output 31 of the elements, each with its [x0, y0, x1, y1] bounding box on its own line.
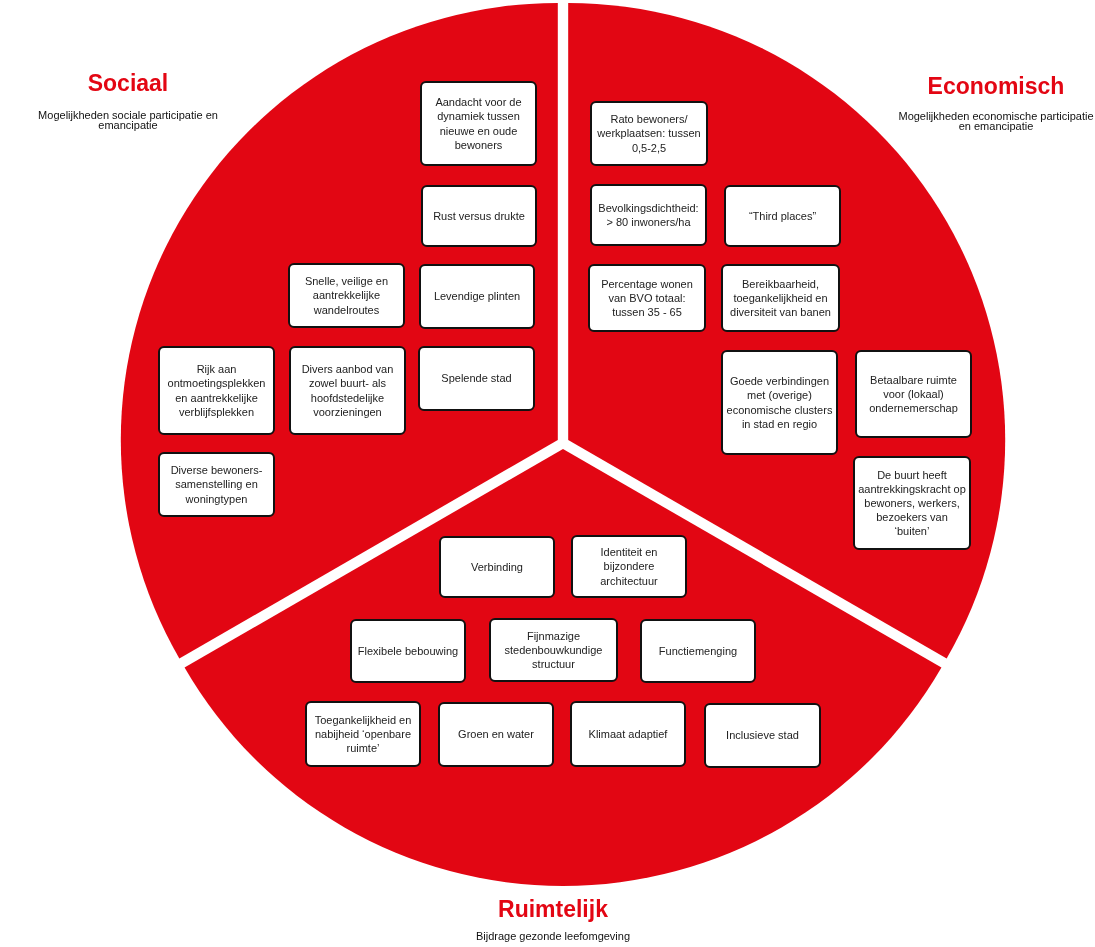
criterion-box: Klimaat adaptief: [570, 701, 686, 767]
criterion-box: “Third places”: [724, 185, 841, 247]
criterion-box: Divers aanbod van zowel buurt- als hoofdstedelijke voorzieningen: [289, 346, 406, 435]
criterion-box: Betaalbare ruimte voor (lokaal) ondernemerschap: [855, 350, 972, 438]
criterion-box: Spelende stad: [418, 346, 535, 411]
criterion-box: Verbinding: [439, 536, 555, 598]
section-heading: Ruimtelijk: [497, 896, 609, 923]
criterion-box: Groen en water: [438, 702, 554, 767]
section-subtitle: Bijdrage gezonde leefomgeving: [474, 931, 632, 942]
section-subtitle: Mogelijkheden sociale participatie en emancipatie: [37, 110, 219, 131]
criterion-box: Rust versus drukte: [421, 185, 537, 247]
criterion-box: Inclusieve stad: [704, 703, 821, 768]
criterion-box: Rijk aan ontmoetingsplekken en aantrekkelijke verblijfsplekken: [158, 346, 275, 435]
criterion-box: Snelle, veilige en aantrekkelijke wandelroutes: [288, 263, 405, 328]
criterion-box: Rato bewoners/ werkplaatsen: tussen 0,5-2,5: [590, 101, 708, 166]
criterion-box: Bevolkingsdichtheid: > 80 inwoners/ha: [590, 184, 707, 246]
criterion-box: Diverse bewoners-samenstelling en woningtypen: [158, 452, 275, 517]
section-heading: Sociaal: [86, 70, 170, 97]
criterion-box: Aandacht voor de dynamiek tussen nieuwe en oude bewoners: [420, 81, 537, 166]
criterion-box: Flexibele bebouwing: [350, 619, 466, 683]
criterion-box: De buurt heeft aantrekkingskracht op bewoners, werkers, bezoekers van ‘buiten’: [853, 456, 971, 550]
criterion-box: Fijnmazige stedenbouwkundige structuur: [489, 618, 618, 682]
criterion-box: Levendige plinten: [419, 264, 535, 329]
criterion-box: Goede verbindingen met (overige) economische clusters in stad en regio: [721, 350, 838, 455]
criterion-box: Identiteit en bijzondere architectuur: [571, 535, 687, 598]
section-subtitle: Mogelijkheden economische participatie en emancipatie: [897, 111, 1095, 132]
criterion-box: Percentage wonen van BVO totaal: tussen 35 - 65: [588, 264, 706, 332]
section-heading: Economisch: [926, 73, 1066, 100]
criterion-box: Toegankelijkheid en nabijheid ‘openbare ruimte’: [305, 701, 421, 767]
criterion-box: Functiemenging: [640, 619, 756, 683]
criterion-box: Bereikbaarheid, toegankelijkheid en diversiteit van banen: [721, 264, 840, 332]
